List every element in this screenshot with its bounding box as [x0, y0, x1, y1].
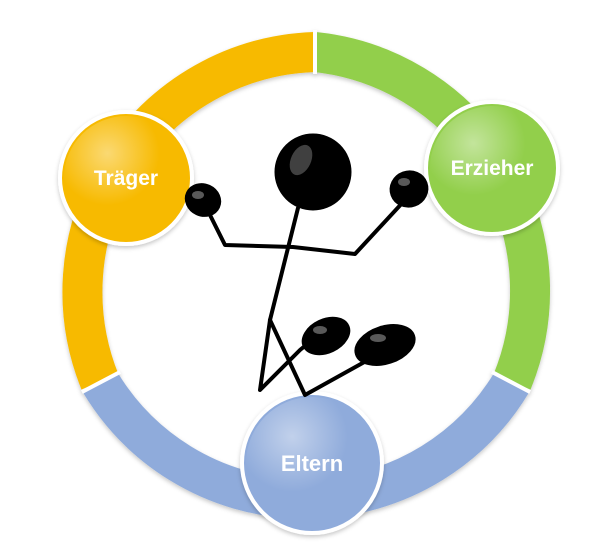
traeger-label: Träger	[94, 167, 158, 190]
right-hand-icon	[389, 170, 429, 208]
eltern-gloss	[246, 397, 378, 529]
traeger-gloss	[64, 116, 188, 240]
hand-highlight	[192, 191, 204, 199]
foot-highlight	[370, 334, 386, 342]
head-highlight	[289, 144, 313, 176]
node-erzieher: Erzieher	[424, 100, 560, 236]
left-hand-icon	[184, 183, 222, 217]
right-leg-line	[268, 318, 370, 397]
right-foot-icon	[354, 324, 416, 366]
erzieher-label: Erzieher	[451, 157, 534, 180]
node-eltern: Eltern	[240, 391, 384, 535]
juggling-stick-figure-icon	[184, 133, 429, 397]
left-foot-icon	[301, 316, 351, 356]
arms-line	[203, 198, 407, 256]
eltern-label: Eltern	[281, 451, 343, 476]
node-traeger: Träger	[58, 110, 194, 246]
ring-divider	[81, 370, 121, 394]
foot-highlight	[313, 326, 327, 334]
head-icon	[274, 133, 352, 211]
torso-line	[268, 206, 300, 322]
hand-highlight	[398, 178, 410, 186]
erzieher-gloss	[430, 106, 554, 230]
ring-divider	[491, 370, 531, 394]
